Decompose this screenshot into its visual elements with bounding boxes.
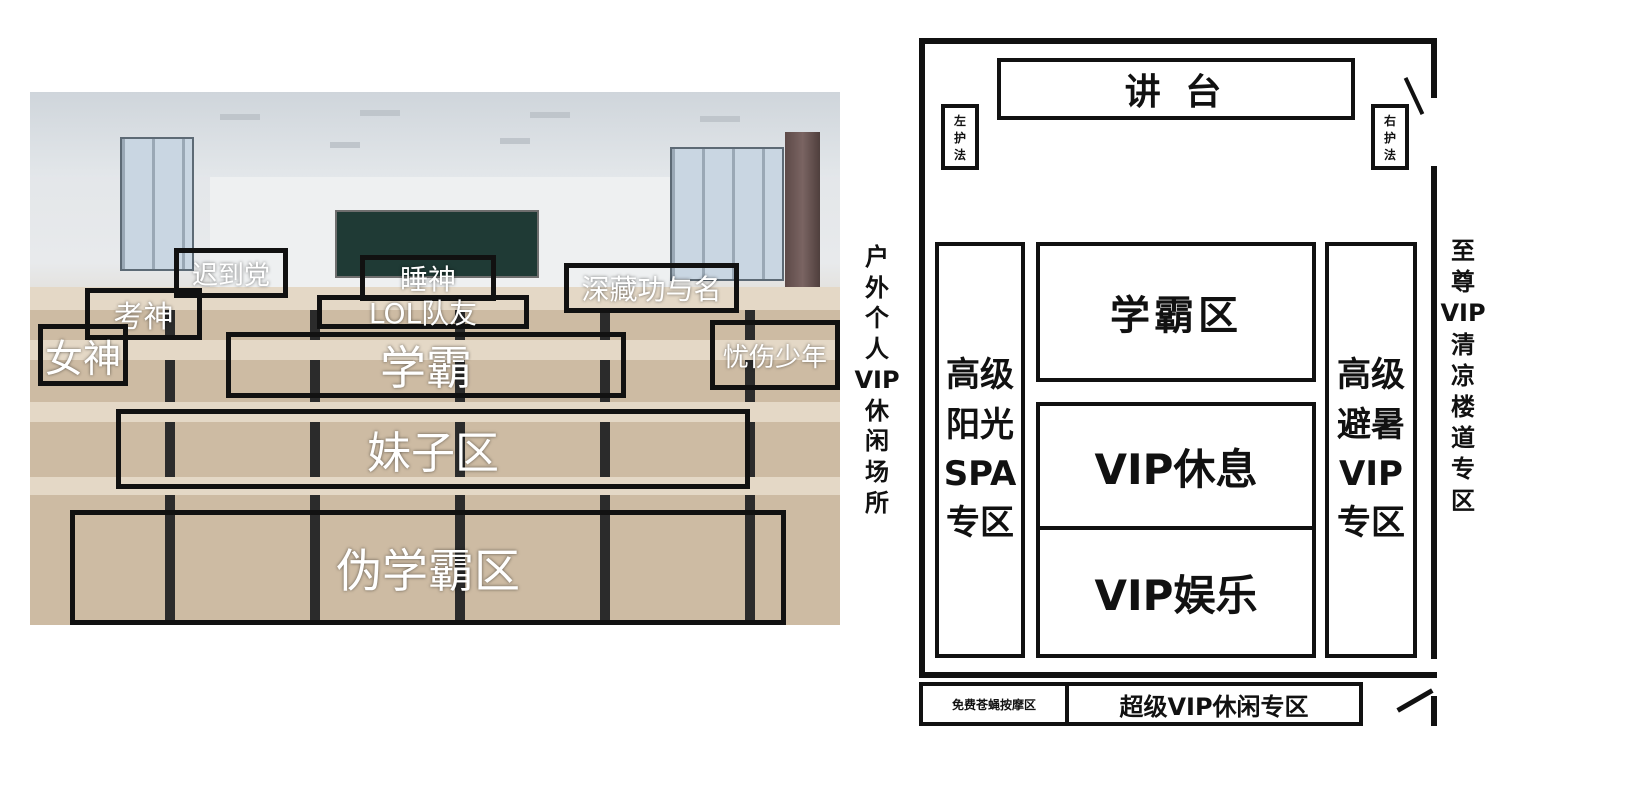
top-student-label: 学霸 [226, 332, 626, 398]
right-zone-line: 专区 [1337, 503, 1405, 544]
right-guard-char: 护 [1383, 130, 1396, 145]
outdoor-char: 场 [865, 458, 889, 487]
left-guard-box: 左 护 法 [941, 104, 979, 170]
vip-fun-box: VIP娱乐 [1036, 526, 1316, 658]
late-party-label: 迟到党 [174, 248, 288, 298]
right-zone-line: VIP [1339, 454, 1403, 494]
pseudo-top-zone-label: 伪学霸区 [70, 510, 786, 625]
girls-zone-label: 妹子区 [116, 409, 750, 489]
blackboard [335, 210, 539, 278]
outdoor-char: VIP [854, 365, 900, 394]
left-spa-line: 专区 [946, 503, 1014, 544]
stairway-label: 至 尊 VIP 清 凉 楼 道 专 区 [1440, 236, 1486, 517]
outdoor-char: 户 [865, 243, 889, 271]
outdoor-char: 闲 [865, 427, 889, 456]
right-window [670, 147, 784, 281]
outdoor-char: 外 [865, 273, 889, 302]
stairway-char: 清 [1451, 330, 1475, 359]
wall-right [1431, 38, 1437, 98]
lol-teammate-label: LOL队友 [317, 295, 529, 330]
stairway-char: 专 [1451, 455, 1475, 484]
podium-box: 讲 台 [997, 58, 1355, 120]
stairway-char: 楼 [1451, 392, 1475, 421]
ceiling-light [530, 112, 570, 118]
ceiling-light [220, 114, 260, 120]
stairway-char: 尊 [1451, 268, 1475, 297]
left-guard-char: 左 [953, 113, 966, 128]
right-guard-box: 右 护 法 [1371, 104, 1409, 170]
stairway-char: 区 [1451, 486, 1475, 515]
classroom-photo: 迟到党 睡神 深藏功与名 考神 LOL队友 女神 学霸 忧伤少年 妹子区 伪学霸… [30, 92, 840, 625]
door-marker [1431, 696, 1437, 726]
ceiling-light [500, 138, 530, 144]
left-spa-line: 阳光 [946, 404, 1014, 445]
super-vip-zone-box: 超级VIP休闲专区 [1065, 682, 1363, 726]
goddess-label: 女神 [38, 324, 128, 386]
ceiling-light [330, 142, 360, 148]
left-spa-line: 高级 [946, 355, 1014, 396]
floor-plan: 讲 台 左 护 法 右 护 法 高级 阳光 SPA 专区 学霸区 VIP休息 V… [915, 36, 1515, 731]
outdoor-char: 人 [865, 335, 889, 364]
left-guard-char: 法 [953, 147, 966, 162]
top-student-zone-box: 学霸区 [1036, 242, 1316, 382]
right-guard-char: 右 [1383, 113, 1396, 128]
desk-row [30, 340, 840, 362]
outdoor-char: 个 [865, 304, 889, 333]
right-zone-line: 高级 [1337, 355, 1405, 396]
right-vip-zone: 高级 避暑 VIP 专区 [1325, 242, 1417, 658]
stairway-char: 道 [1451, 424, 1475, 453]
seat-row [30, 422, 840, 477]
wall-bottom [919, 672, 1437, 678]
outdoor-vip-label: 户 外 个 人 VIP 休 闲 场 所 [852, 242, 902, 518]
wall-right [1431, 166, 1437, 659]
stairway-char: 凉 [1451, 361, 1475, 390]
left-guard-char: 护 [953, 130, 966, 145]
right-guard-char: 法 [1383, 147, 1396, 162]
left-spa-line: SPA [943, 454, 1017, 494]
stairway-char: VIP [1440, 299, 1486, 328]
wall-left [919, 38, 925, 678]
outdoor-char: 休 [865, 396, 889, 425]
wall-top [919, 38, 1436, 44]
right-zone-line: 避暑 [1337, 404, 1405, 445]
left-spa-zone: 高级 阳光 SPA 专区 [935, 242, 1025, 658]
ceiling-light [360, 110, 400, 116]
massage-zone-box: 免费苍蝇按摩区 [919, 682, 1069, 726]
curtain [785, 132, 820, 312]
outdoor-char: 所 [865, 488, 889, 517]
vip-rest-box: VIP休息 [1036, 402, 1316, 530]
stairway-char: 至 [1451, 237, 1475, 265]
seat-row [30, 495, 840, 625]
hidden-master-label: 深藏功与名 [564, 263, 739, 313]
sad-youth-label: 忧伤少年 [710, 320, 840, 390]
door-marker [1396, 688, 1434, 713]
ceiling-light [700, 116, 740, 122]
